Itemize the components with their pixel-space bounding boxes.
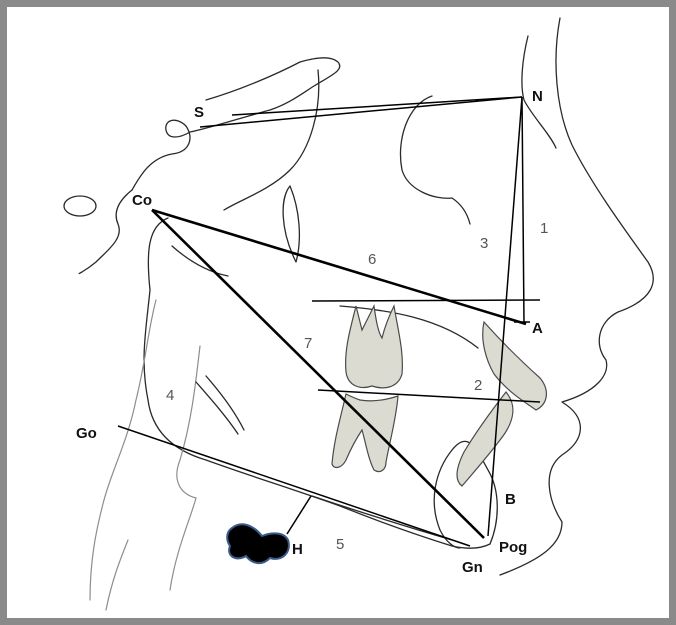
label-co: Co xyxy=(132,192,152,209)
label-measure-7: 7 xyxy=(304,335,312,352)
lower-incisor xyxy=(456,391,514,487)
sella-turcica xyxy=(131,119,191,191)
label-pog: Pog xyxy=(499,539,527,556)
line-co-gn xyxy=(151,209,485,539)
label-go: Go xyxy=(76,425,97,442)
label-a: A xyxy=(532,320,543,337)
label-s: S xyxy=(194,104,204,121)
label-n: N xyxy=(532,88,543,105)
vertebra-outline-1 xyxy=(89,299,157,601)
orbit xyxy=(399,95,471,225)
sphenoid-outline xyxy=(223,69,320,211)
mandible-ramus xyxy=(143,217,491,549)
hyoid-bone xyxy=(226,523,290,564)
line-h-perpendicular xyxy=(286,495,312,535)
upper-incisor xyxy=(482,320,547,411)
pterygomaxillary-fissure xyxy=(282,185,300,263)
label-gn: Gn xyxy=(462,559,483,576)
label-measure-5: 5 xyxy=(336,536,344,553)
pharynx-wall-2 xyxy=(205,375,245,431)
label-measure-4: 4 xyxy=(166,387,174,404)
vertebra-outline-2 xyxy=(169,345,201,591)
occipital-outline xyxy=(78,189,133,275)
palatal-plane xyxy=(311,299,541,302)
upper-molar xyxy=(345,304,403,389)
label-measure-1: 1 xyxy=(540,220,548,237)
line-s-n-upper xyxy=(231,96,523,116)
palate-curve xyxy=(339,305,479,349)
coronoid xyxy=(171,245,229,277)
ear-rod xyxy=(63,195,97,217)
soft-tissue-profile xyxy=(499,17,654,576)
line-co-a xyxy=(151,208,527,326)
inferior-border-inner xyxy=(311,495,453,541)
label-measure-3: 3 xyxy=(480,235,488,252)
label-measure-2: 2 xyxy=(474,377,482,394)
lower-molar xyxy=(331,393,399,473)
vertebra-outline-3 xyxy=(105,539,129,611)
cranial-base xyxy=(189,57,341,133)
occlusal-line-2 xyxy=(317,389,541,403)
line-n-a xyxy=(521,96,525,325)
label-b: B xyxy=(505,491,516,508)
pharynx-wall xyxy=(195,381,239,435)
line-go-me xyxy=(117,425,471,547)
line-s-n xyxy=(199,96,523,128)
label-measure-6: 6 xyxy=(368,251,376,268)
label-h: H xyxy=(292,541,303,558)
nasal-bone xyxy=(521,35,557,149)
